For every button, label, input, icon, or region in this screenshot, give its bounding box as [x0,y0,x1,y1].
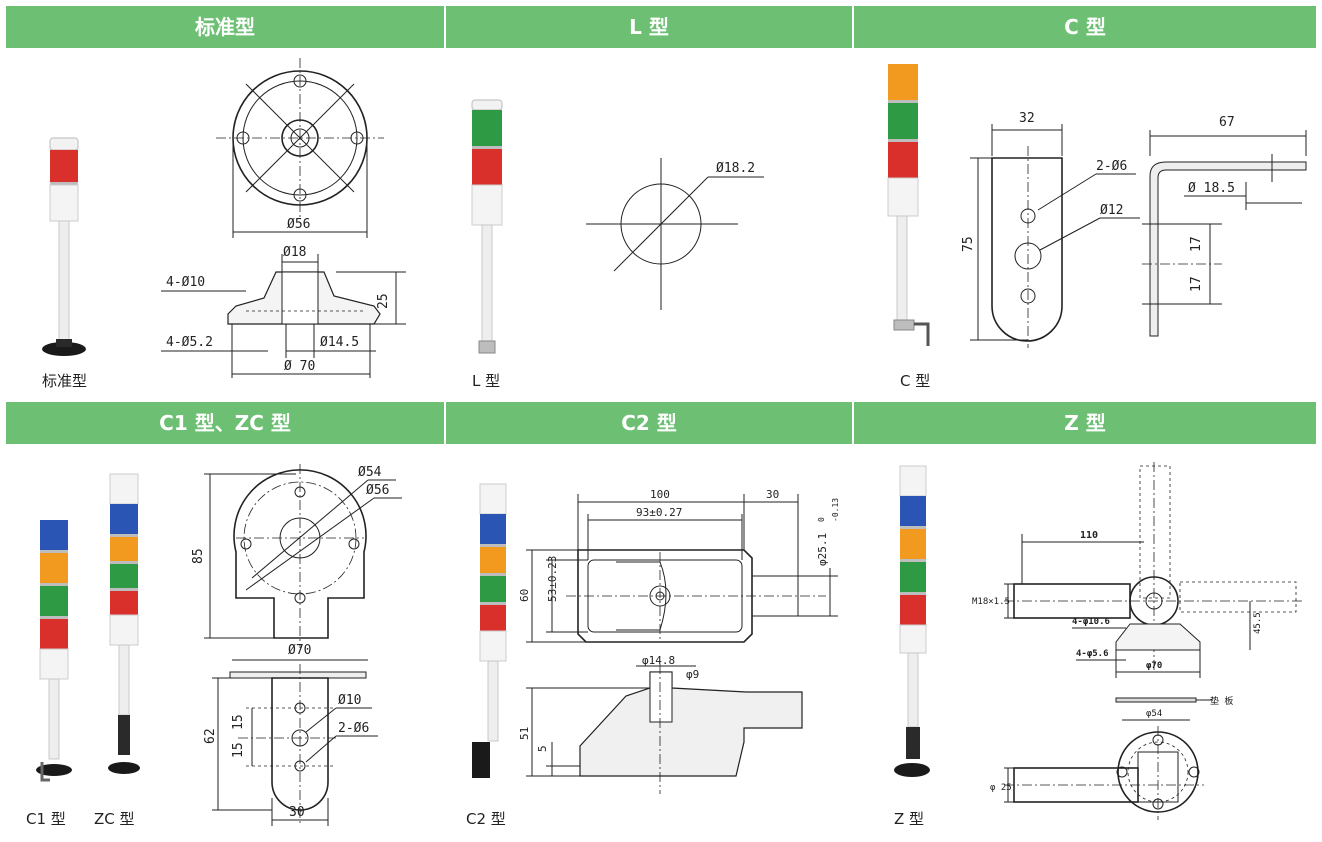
c1-bracket-top-view: Ø54 Ø56 85 Ø70 [191,464,402,661]
dim-holes6: 2-Ø6 [1096,159,1127,174]
c1-drawing: Ø54 Ø56 85 Ø70 [36,464,402,826]
c2-top-view: 100 30 93±0.27 φ25.1 0 -0.13 60 53±0 [518,488,840,643]
tower-light-c1 [36,520,72,782]
dim-tol-dn: -0.13 [831,498,840,522]
dim-d54: Ø54 [358,465,382,480]
dim-h455: 45.5 [1253,612,1263,634]
tower-light-c2 [472,483,507,778]
dim-h15b: 15 [231,742,246,758]
panel-l: L 型 Ø18.2 L 型 [446,6,852,398]
c1-bracket-side-view: 15 15 Ø10 2-Ø6 62 30 [203,664,378,826]
dim-h53: 53±0.23 [546,556,559,602]
panel-c2: C2 型 [446,402,852,838]
dim-h62: 62 [203,728,218,744]
dim-d54: φ54 [1146,709,1162,719]
dim-h17a: 17 [1189,236,1204,252]
dim-d70: Ø70 [288,643,311,658]
panel-title: L 型 [446,6,852,48]
dim-d185: Ø 18.5 [1188,181,1235,196]
panel-title: 标准型 [6,6,444,48]
dim-d148: φ14.8 [642,654,675,667]
dim-d56: Ø56 [366,483,389,498]
dim-w30: 30 [289,805,305,820]
dim-h51: 51 [518,727,531,740]
dim-w32: 32 [1019,111,1035,126]
tower-light-l [471,99,503,354]
dim-holes52: 4-Ø5.2 [166,335,213,350]
dim-w100: 100 [650,488,670,501]
z-bracket-top-view: 垫 板 φ54 φ 25 [990,695,1233,820]
dim-d18: Ø18 [283,245,306,260]
dim-d12: Ø12 [1100,203,1123,218]
dim-d10: Ø10 [338,693,361,708]
dim-w30: 30 [766,488,779,501]
dim-d9: φ9 [686,668,699,681]
caption-l: L 型 [472,372,501,390]
bracket-front-view: 32 75 2-Ø6 Ø12 [961,111,1140,348]
c2-side-section: φ14.8 φ9 51 5 [518,654,803,794]
panel-title: Z 型 [854,402,1316,444]
dim-d70: φ70 [1146,661,1162,671]
dim-d56: Ø56 [287,217,310,232]
dim-h75: 75 [961,236,976,252]
c2-drawing: 100 30 93±0.27 φ25.1 0 -0.13 60 53±0 [472,483,840,794]
standard-drawing: Ø56 Ø18 4-Ø10 25 4-Ø5.2 [42,58,406,378]
dim-holes56: 4-φ5.6 [1076,649,1109,659]
panel-title: C 型 [854,6,1316,48]
dim-h17b: 17 [1189,276,1204,292]
dim-h15a: 15 [231,714,246,730]
panel-title: C2 型 [446,402,852,444]
dim-holes6: 2-Ø6 [338,721,369,736]
panel-z: Z 型 [854,402,1316,838]
dim-d182: Ø18.2 [716,161,755,176]
tower-light-standard [42,137,86,356]
dim-holes106: 4-φ10.6 [1072,617,1110,627]
dim-d251: φ25.1 [816,533,829,566]
panel-c1-zc: C1 型、ZC 型 [6,402,444,838]
c-drawing: 32 75 2-Ø6 Ø12 67 [887,64,1307,348]
dim-d70: Ø 70 [284,359,315,374]
caption-c2: C2 型 [466,810,506,828]
z-drawing: 110 M18×1.5 45.5 4-φ10.6 4-φ5.6 φ70 垫 板 [894,462,1304,820]
dim-h5: 5 [536,745,549,752]
dim-d145: Ø14.5 [320,335,359,350]
caption-zc: ZC 型 [94,810,135,828]
caption-standard: 标准型 [42,372,88,390]
dim-d25: φ 25 [990,783,1012,793]
z-bracket-front-view: 110 M18×1.5 45.5 4-φ10.6 4-φ5.6 φ70 [972,462,1304,678]
dim-w93: 93±0.27 [636,506,682,519]
dim-w67: 67 [1219,115,1235,130]
panel-c: C 型 32 [854,6,1316,398]
label-pad: 垫 板 [1210,695,1233,707]
dim-holes10: 4-Ø10 [166,275,205,290]
dim-m18: M18×1.5 [972,597,1010,607]
caption-z: Z 型 [894,810,925,828]
tower-light-z [894,465,930,777]
dim-w110: 110 [1080,530,1098,541]
dim-h85: 85 [191,548,206,564]
bracket-side-view: 67 Ø 18.5 17 17 [1142,115,1307,337]
top-view: Ø56 [216,58,384,238]
dim-tol-up: 0 [817,517,826,522]
caption-c1: C1 型 [26,810,66,828]
side-section: Ø18 4-Ø10 25 4-Ø5.2 Ø14.5 Ø 70 [161,245,406,378]
caption-c: C 型 [900,372,931,390]
panel-title: C1 型、ZC 型 [6,402,444,444]
dim-h25: 25 [376,293,391,309]
l-drawing: Ø18.2 [471,99,764,354]
tower-light-zc [108,473,140,774]
cutout-diagram: Ø18.2 [586,158,764,310]
panel-standard: 标准型 [6,6,444,398]
tower-light-c [887,64,930,346]
dim-h60: 60 [518,589,531,602]
